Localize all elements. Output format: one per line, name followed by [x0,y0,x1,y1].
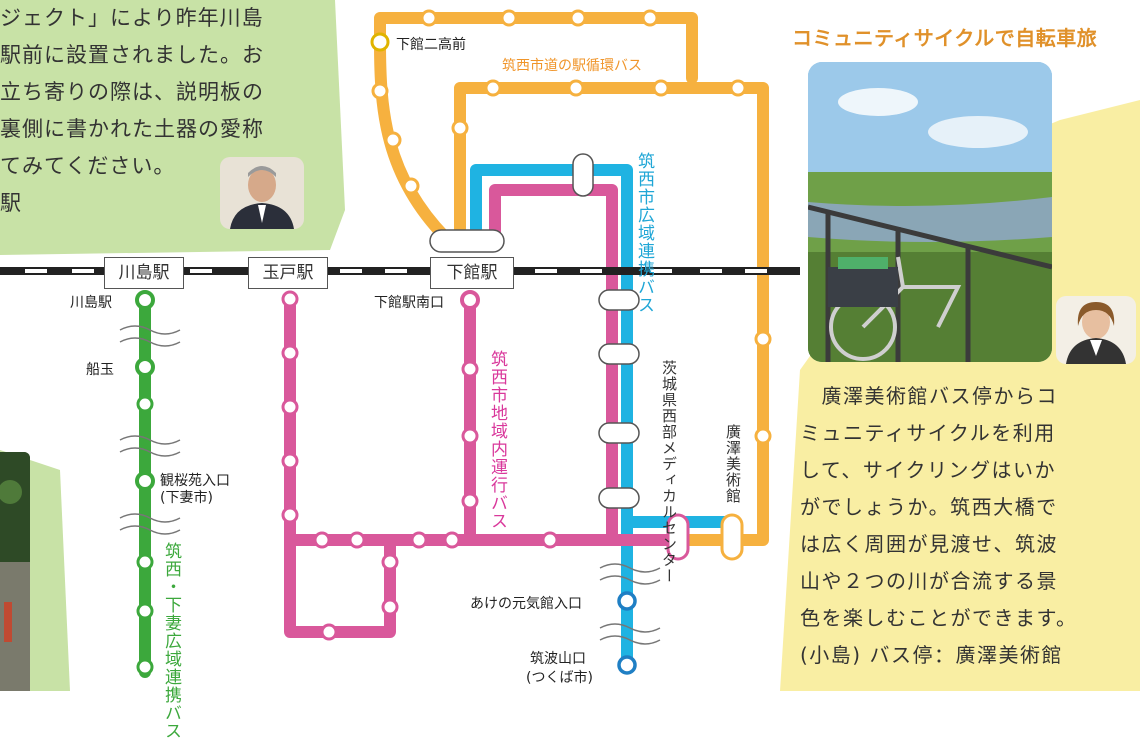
green-route-label: 筑西・下妻広域連携バス [161,542,181,740]
stop-tsukuba: 筑波山口 [530,651,586,667]
left-bottom-photo [0,452,30,691]
blue-route-label: 筑西市広域連携バス [634,152,654,314]
stop-funadama: 船玉 [86,362,114,378]
stop-kawashima: 川島駅 [70,295,112,311]
stop-medical-center: 茨城県西部メディカルセンター [660,360,678,584]
right-line-8: (小島) バス停：廣澤美術館 [800,643,1063,667]
station-kawashima: 川島駅 [104,257,184,289]
orange-route-top [374,12,698,84]
blue-route-main [470,164,633,670]
stop-akeno: あけの元気館入口 [470,596,582,612]
pink-route-label: 筑西市地域内運行バス [487,350,507,530]
right-line-5: は広く周囲が見渡せ、筑波 [800,532,1058,556]
right-line-4: がでしょうか。筑西大橋で [800,495,1058,519]
right-line-3: して、サイクリングはいか [800,458,1056,482]
transfer-stops [429,153,744,561]
right-line-6: 山や２つの川が合流する景 [800,569,1058,593]
left-line-6: 駅 [0,191,22,215]
bicycle-bridge-photo [808,62,1052,362]
left-line-3: 立ち寄りの際は、説明板の [0,80,264,104]
left-line-2: 駅前に設置されました。お [0,43,264,67]
blue-stops [617,591,637,675]
left-line-4: 裏側に書かれた土器の愛称 [0,117,264,141]
pink-route-loop [489,184,618,540]
right-article-text: 廣澤美術館バス停からコ ミュニティサイクルを利用 して、サイクリングはいか がで… [800,378,1140,674]
orange-stops [370,9,772,445]
left-line-5: てみてください。 [0,154,176,178]
stop-hirosawa: 廣澤美術館 [724,424,742,504]
stop-shimodate-niko: 下館二高前 [396,37,466,53]
stop-shimodate-minami: 下館駅南口 [374,295,444,311]
right-article-title: コミュニティサイクルで自転車旅 [792,26,1098,50]
green-stops [135,290,155,676]
station-shimodate: 下館駅 [430,257,514,289]
railway-dashes [25,269,767,273]
stop-kanoen: 観桜苑入口 [160,473,230,489]
railway-line [0,267,800,275]
pink-stops [281,290,559,641]
stop-tsukuba-city: (つくば市) [526,670,593,686]
orange-route-label: 筑西市道の駅循環バス [502,58,642,74]
left-person-portrait [220,157,304,229]
right-line-2: ミュニティサイクルを利用 [800,421,1056,445]
left-article-text: ジェクト」により昨年川島 駅前に設置されました。お 立ち寄りの際は、説明板の 裏… [0,0,264,222]
right-line-7: 色を楽しむことができます。 [800,606,1078,630]
right-line-1: 廣澤美術館バス停からコ [800,384,1058,408]
pink-route-left [284,300,396,638]
right-person-portrait [1056,296,1136,364]
stop-kanoen-city: (下妻市) [160,490,213,506]
station-tamado: 玉戸駅 [248,257,328,289]
left-line-1: ジェクト」により昨年川島 [0,6,264,30]
route-map [0,9,800,678]
route-gap-markers [119,325,661,645]
